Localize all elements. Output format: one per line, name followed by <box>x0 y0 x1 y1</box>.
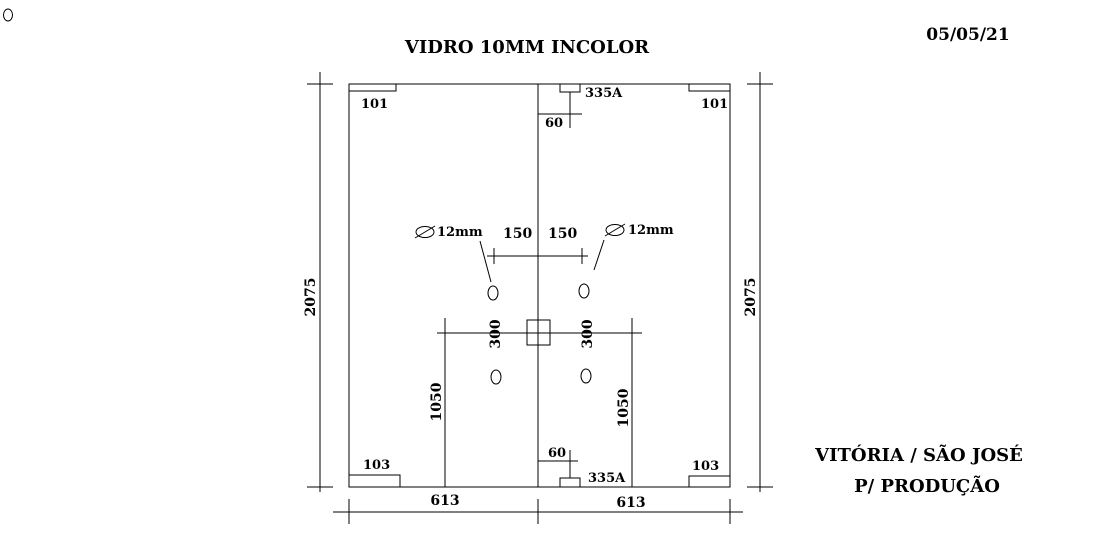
diameter-right-leader <box>593 239 605 271</box>
overall-height-right-label: 2075 <box>743 278 759 317</box>
diameter-left-icon <box>415 226 435 238</box>
overall-height-left-label: 2075 <box>303 278 319 317</box>
diameter-left-label: 12mm <box>437 225 483 240</box>
hardware-bottom-center <box>559 477 581 488</box>
vertical-spacing-right-label: 300 <box>580 319 596 348</box>
hole-spacing-left-label: 150 <box>503 226 532 242</box>
drawing-title: VIDRO 10MM INCOLOR <box>404 37 650 58</box>
diameter-right-label: 12mm <box>628 223 674 238</box>
hardware-top-left <box>348 83 397 92</box>
diameter-left-slash <box>414 225 436 239</box>
hardware-bottom-right <box>688 475 731 488</box>
hardware-bottom-left <box>348 474 401 488</box>
vertical-spacing-left-label: 300 <box>488 319 504 348</box>
hardware-top-right <box>688 83 731 92</box>
hole-upper-left <box>487 285 499 301</box>
handle-height-left-label: 1050 <box>429 382 445 421</box>
hardware-top-right-label: 101 <box>701 97 728 112</box>
glass-panel <box>348 83 731 488</box>
handle-height-right-label: 1050 <box>616 388 632 427</box>
bottom-center-offset-label: 60 <box>548 446 566 461</box>
diameter-right-icon <box>605 224 625 236</box>
top-center-offset-label: 60 <box>545 116 563 131</box>
hardware-top-center-label: 335A <box>585 86 623 101</box>
hardware-top-center <box>559 83 581 93</box>
drawing-date: 05/05/21 <box>926 25 1009 45</box>
purpose-label: P/ PRODUÇÃO <box>854 474 1000 497</box>
diameter-right-slash <box>604 223 626 237</box>
diameter-left-leader <box>479 240 492 283</box>
hardware-bottom-left-label: 103 <box>363 458 390 473</box>
hardware-bottom-center-label: 335A <box>588 471 626 486</box>
hardware-top-left-label: 101 <box>361 97 388 112</box>
corner-marker <box>3 8 13 22</box>
width-left-label: 613 <box>430 493 459 509</box>
client-name: VITÓRIA / SÃO JOSÉ <box>814 443 1023 466</box>
hardware-bottom-right-label: 103 <box>692 459 719 474</box>
hole-upper-right <box>578 283 590 299</box>
hole-lower-left <box>490 369 502 385</box>
hole-lower-right <box>580 368 592 384</box>
hole-spacing-right-label: 150 <box>548 226 577 242</box>
width-right-label: 613 <box>616 495 645 511</box>
